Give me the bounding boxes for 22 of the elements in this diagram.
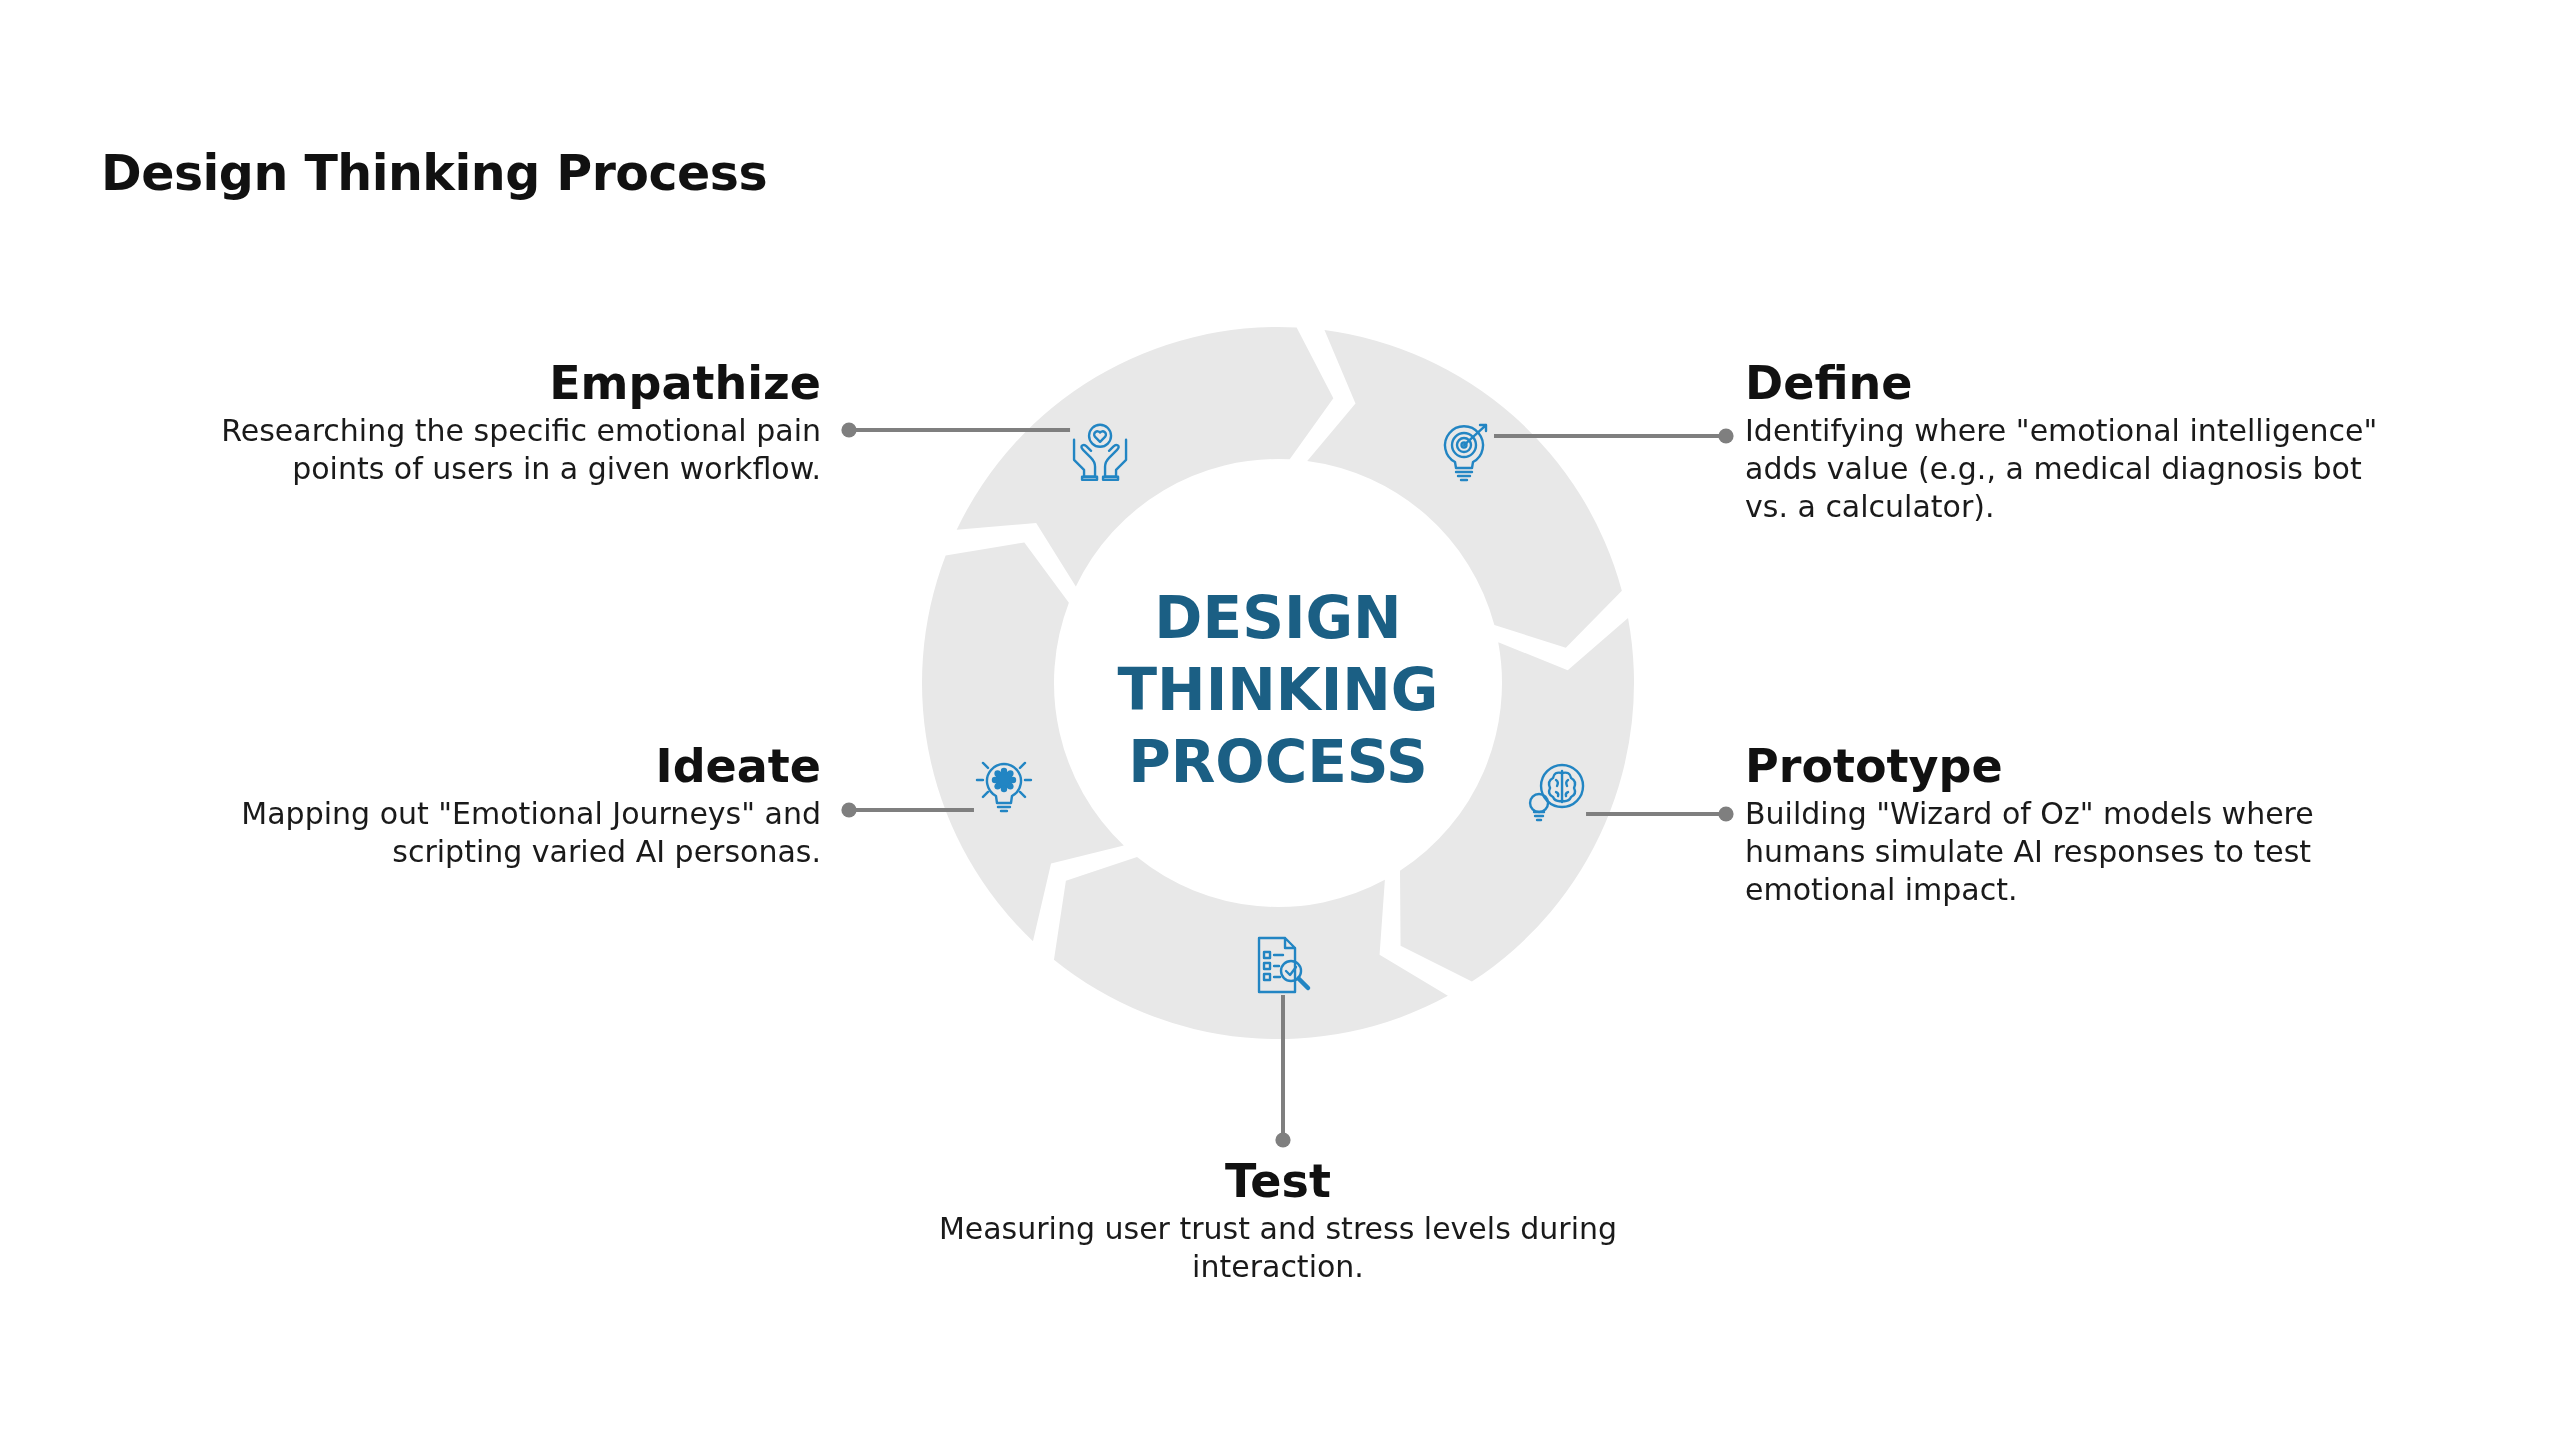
step-heading: Prototype [1745, 738, 2003, 795]
leader-line [1275, 995, 1291, 1148]
step-description: Identifying where "emotional intelligence" adds value (e.g., a medical diagnosis bot vs. a calculator). [1745, 412, 2379, 526]
step-heading: Empathize [549, 355, 821, 412]
step-heading: Test [1225, 1153, 1331, 1210]
step-description: Mapping out "Emotional Journeys" and scripting varied AI personas. [240, 795, 821, 871]
lightbulb-icon [975, 761, 1033, 813]
step-description: Measuring user trust and stress levels during interaction. [937, 1210, 1619, 1286]
step-description: Building "Wizard of Oz" models where humans simulate AI responses to test emotional impact. [1745, 795, 2315, 909]
step-description: Researching the specific emotional pain points of users in a given workflow. [220, 412, 821, 488]
step-heading: Define [1745, 355, 1913, 412]
step-heading: Ideate [655, 738, 821, 795]
hands-heart-icon [1072, 423, 1128, 481]
brain-lightbulb-icon [1528, 763, 1585, 822]
leader-line [1586, 806, 1734, 822]
center-title: DESIGN THINKING PROCESS [1117, 582, 1439, 798]
diagram-title: Design Thinking Process [101, 144, 768, 204]
cycle-arrow-segment [956, 327, 1334, 587]
lightbulb-target-icon [1443, 423, 1488, 482]
document-magnifier-icon [1257, 936, 1311, 994]
leader-line [841, 802, 974, 818]
cycle-arrow-segment [1053, 857, 1448, 1039]
